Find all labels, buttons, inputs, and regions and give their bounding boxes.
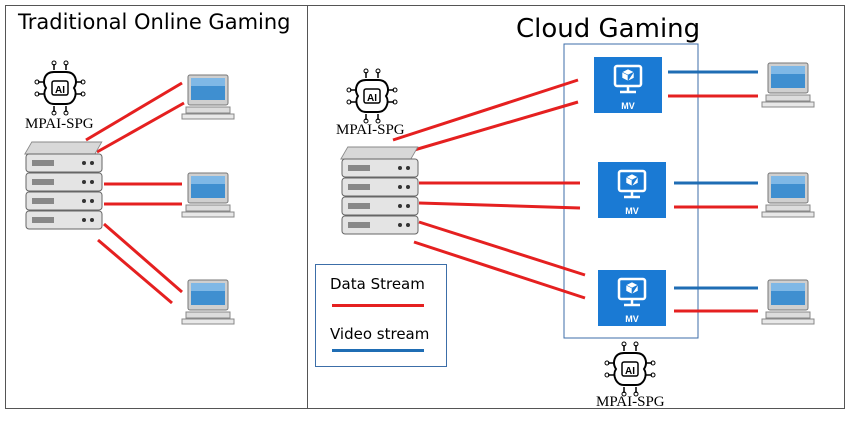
virtual-machine-icon: MV: [596, 160, 668, 220]
traditional-gaming-title: Traditional Online Gaming: [18, 10, 291, 34]
data-stream-line: [418, 201, 581, 210]
data-stream-line: [403, 100, 579, 155]
virtual-machine-icon: MV: [592, 55, 664, 115]
legend-data-stream-label: Data Stream: [330, 275, 425, 293]
ai-badge: AI: [55, 85, 65, 96]
vm-client-streams: [668, 70, 758, 313]
computer-icon: [761, 62, 815, 108]
vm-label: MV: [621, 101, 635, 111]
data-stream-line: [392, 78, 579, 142]
mpai-spg-label: MPAI-SPG: [25, 116, 94, 132]
vm-label: MV: [625, 206, 639, 216]
mpai-spg-label: MPAI-SPG: [336, 122, 405, 138]
cloud-gaming-title: Cloud Gaming: [516, 14, 701, 44]
virtual-machine-icon: MV: [596, 268, 668, 328]
computer-icon: [181, 279, 235, 325]
computer-icon: [761, 279, 815, 325]
legend: Data Stream Video stream: [315, 264, 447, 367]
data-stream-line: [97, 238, 173, 305]
vm-label: MV: [625, 314, 639, 324]
legend-data-stream-swatch: [332, 304, 424, 307]
data-stream-line: [418, 220, 586, 277]
ai-badge: AI: [367, 93, 377, 104]
cloud-gaming-panel: [307, 5, 845, 409]
cloud-data-streams: [392, 78, 586, 300]
left-data-streams: [85, 81, 185, 305]
data-stream-line: [85, 81, 183, 142]
data-stream-line: [413, 240, 586, 300]
server-icon: [340, 146, 419, 235]
computer-icon: [181, 172, 235, 218]
legend-video-stream-label: Video stream: [330, 325, 430, 343]
computer-icon: [181, 74, 235, 120]
mpai-spg-label: MPAI-SPG: [596, 394, 665, 410]
ai-badge: AI: [625, 366, 635, 377]
data-stream-line: [96, 101, 185, 154]
legend-video-stream-swatch: [332, 349, 424, 352]
vm-container: [563, 43, 699, 339]
computer-icon: [761, 172, 815, 218]
data-stream-line: [103, 222, 183, 294]
server-icon: [24, 141, 103, 230]
